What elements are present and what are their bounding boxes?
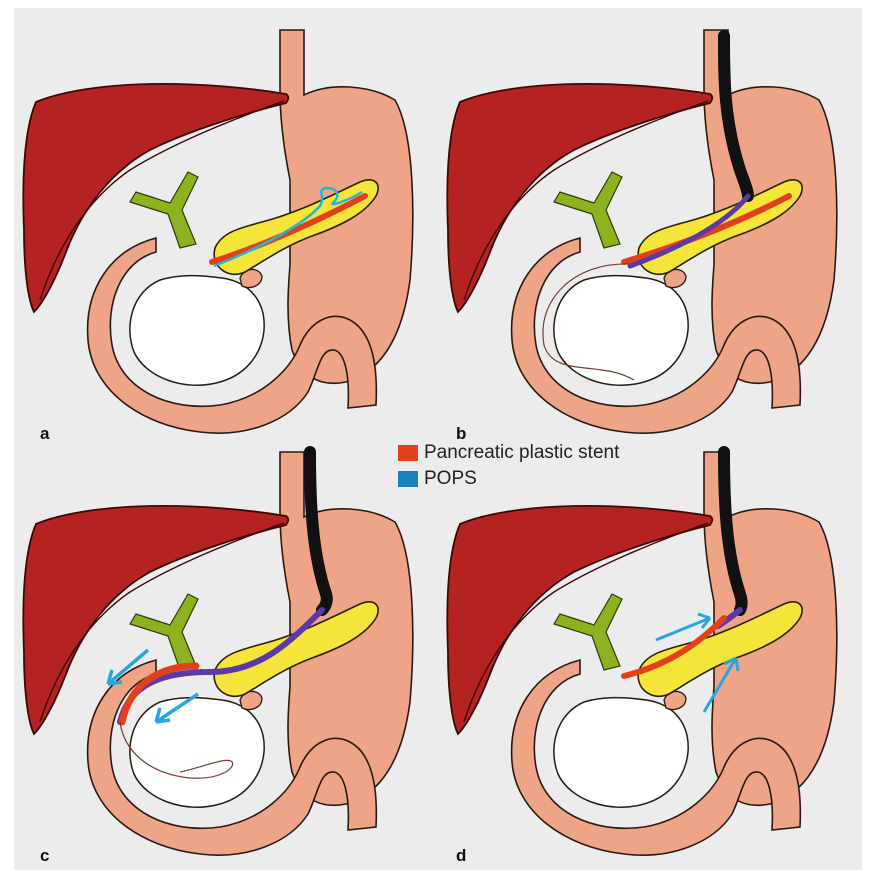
panel-c-drawing [23, 452, 412, 855]
legend-label-pops: POPS [424, 468, 477, 490]
panel-label-c: c [40, 846, 49, 866]
legend-item-stent: Pancreatic plastic stent [398, 440, 619, 466]
panel-label-a: a [40, 424, 49, 444]
panel-d-drawing [447, 452, 836, 855]
panel-label-d: d [456, 846, 466, 866]
legend: Pancreatic plastic stent POPS [398, 440, 619, 492]
panel-a-drawing [23, 30, 412, 433]
legend-swatch-pops [398, 471, 418, 487]
legend-label-stent: Pancreatic plastic stent [424, 442, 619, 464]
legend-item-pops: POPS [398, 466, 619, 492]
panel-b-drawing [447, 30, 836, 433]
legend-swatch-stent [398, 445, 418, 461]
